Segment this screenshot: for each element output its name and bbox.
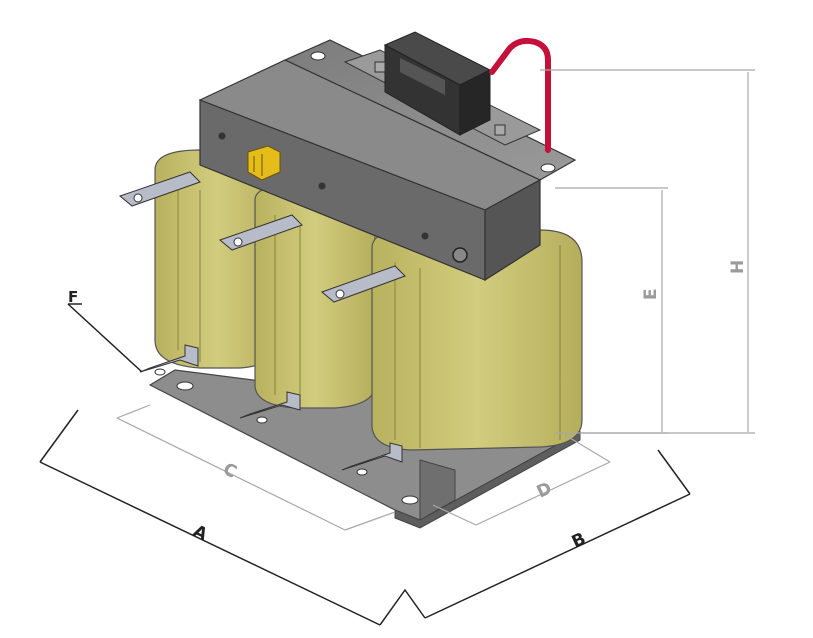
bottom-terminals — [139, 344, 403, 476]
label-c: C — [220, 459, 240, 482]
red-cable — [489, 37, 551, 153]
terminal-block — [343, 31, 542, 146]
label-d: D — [534, 478, 555, 502]
label-e: E — [641, 288, 661, 300]
label-h: H — [728, 260, 748, 274]
dimension-lines-dark — [39, 303, 691, 626]
yellow-connector — [247, 145, 281, 181]
top-terminals — [118, 171, 406, 303]
dimension-lines-light — [116, 69, 755, 531]
label-f: F — [68, 288, 78, 306]
